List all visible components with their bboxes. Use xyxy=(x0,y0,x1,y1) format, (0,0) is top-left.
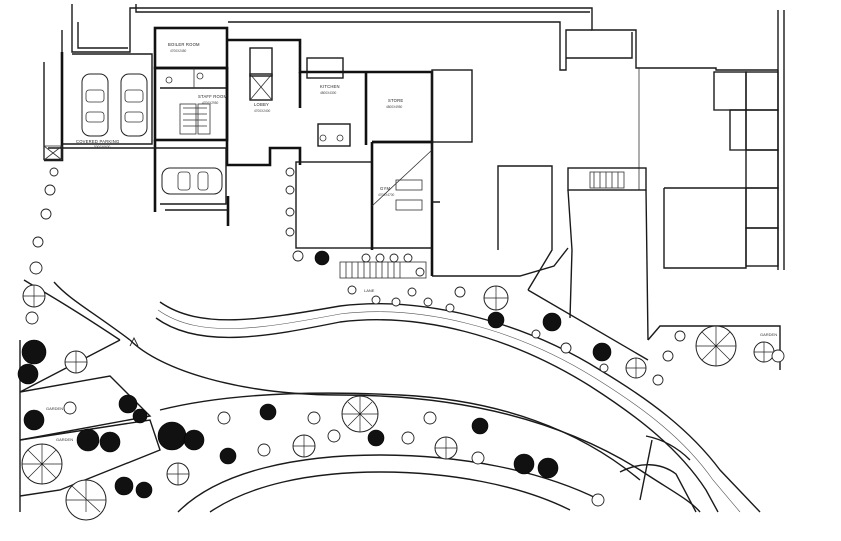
stair-entry xyxy=(432,165,649,341)
boiler-room-area: 4700X2450 xyxy=(170,49,187,53)
tree-medium-4 xyxy=(753,341,775,363)
garden-labels: GARDEN GARDEN GARDEN LANE xyxy=(46,288,777,442)
tree-medium-5 xyxy=(166,462,190,486)
garden-label-left-lower: GARDEN xyxy=(56,437,73,442)
tree-medium-3 xyxy=(64,350,88,374)
car-parked-3 xyxy=(161,167,223,195)
tree-medium-7 xyxy=(434,436,458,460)
house-walls xyxy=(153,26,473,276)
car-parked-2 xyxy=(120,73,148,137)
tree-medium-8 xyxy=(625,357,647,379)
staff-room-label: STAFF ROOM xyxy=(198,94,227,99)
store-label: STORE xyxy=(388,98,403,103)
tree-medium-2 xyxy=(22,284,46,308)
kitchen-area: 4800X4300 xyxy=(320,91,337,95)
room-labels: BOILER ROOM 4700X2450 STAFF ROOM 4700X29… xyxy=(76,42,403,197)
lobby-label: LOBBY xyxy=(254,102,269,107)
kitchen-label: KITCHEN xyxy=(320,84,340,89)
car-parked-1 xyxy=(81,73,109,137)
lane-strip xyxy=(339,261,427,279)
gym-label: GYM xyxy=(380,186,390,191)
terrace-grid xyxy=(663,71,779,269)
store-area: 4800X4950 xyxy=(386,105,403,109)
tree-large-4 xyxy=(65,479,107,521)
garden-label-right: GARDEN xyxy=(760,332,777,337)
garage-label: COVERED PARKING xyxy=(76,139,119,144)
gym-area: 4700X4700 xyxy=(378,193,395,197)
tree-medium-1 xyxy=(483,285,509,311)
tree-large-1 xyxy=(341,395,379,433)
garage-area: 5000X6600 xyxy=(94,145,111,149)
staff-room-area: 4700X2950 xyxy=(202,101,219,105)
site-boundary xyxy=(43,4,785,270)
trees xyxy=(21,284,775,521)
north-arrow-icon xyxy=(129,336,139,347)
dark-shrubs xyxy=(17,250,612,499)
tree-large-2 xyxy=(695,325,737,367)
garden-label-left-upper: GARDEN xyxy=(46,406,63,411)
tree-medium-6 xyxy=(292,434,316,458)
open-shrubs xyxy=(25,167,785,507)
lobby-area: 4700X2400 xyxy=(254,109,271,113)
tree-large-3 xyxy=(21,443,63,485)
driveway xyxy=(19,279,781,513)
lane-label: LANE xyxy=(364,288,375,293)
garage-structure xyxy=(43,52,160,162)
boiler-room-label: BOILER ROOM xyxy=(168,42,200,47)
